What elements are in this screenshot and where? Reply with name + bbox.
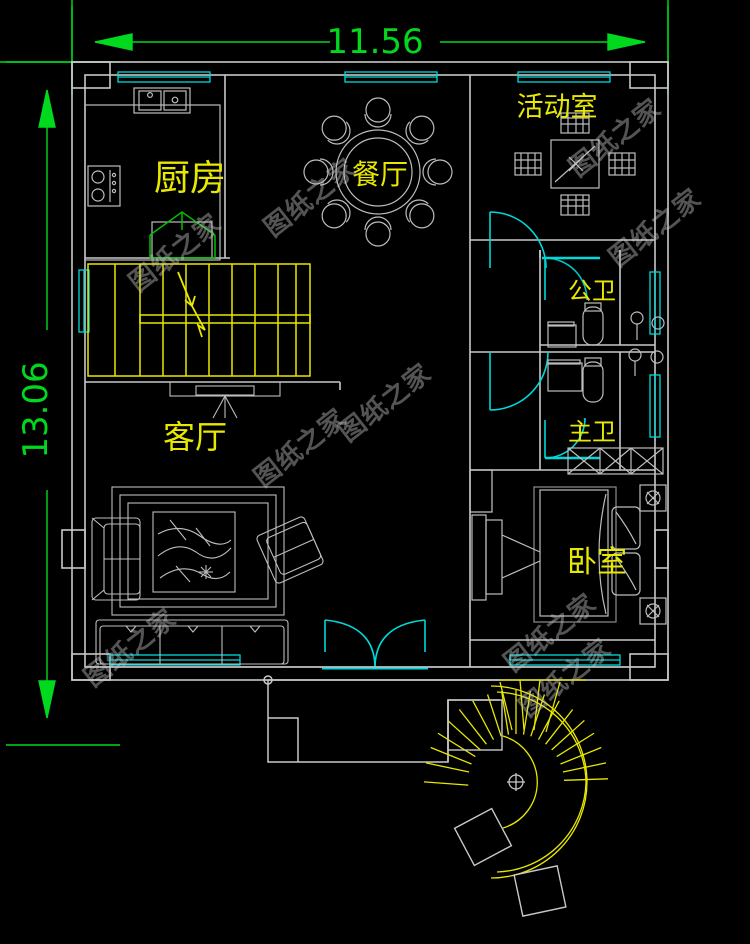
room-label-bedroom: 卧室 <box>567 545 627 580</box>
tv-console <box>169 381 281 419</box>
center-point-marker <box>507 773 525 791</box>
activity-chair-left <box>514 152 542 176</box>
curved-stair-risers <box>423 690 608 786</box>
window-kitchen <box>117 71 211 83</box>
dim-arrow-top <box>38 89 56 128</box>
dimension-width-text: 11.56 <box>326 22 423 62</box>
toilet-public <box>582 302 604 346</box>
column-top-left <box>71 61 111 89</box>
window-left-living <box>78 269 90 333</box>
loveseat-left <box>91 517 141 601</box>
room-label-master-bath: 主卫 <box>568 418 616 446</box>
sofa-three-seat <box>95 619 289 665</box>
curved-stair-outer-edge <box>496 691 587 873</box>
stair-handrail <box>139 314 311 324</box>
curved-stair-landing-blocks <box>447 699 567 917</box>
window-dining <box>344 71 438 83</box>
door-layer <box>322 211 600 670</box>
public-bath-group <box>547 302 665 348</box>
curved-stair-inner-arc <box>502 735 538 829</box>
window-bedroom-bottom <box>509 654 621 666</box>
column-top-right <box>629 61 669 89</box>
room-label-public-bath: 公卫 <box>568 277 616 305</box>
room-label-kitchen: 厨房 <box>154 158 226 199</box>
door-master-bath-inner <box>544 417 600 460</box>
nightstand-top <box>639 484 667 512</box>
window-layer <box>78 71 661 666</box>
hall-details <box>85 469 655 668</box>
bed-frame <box>533 486 617 623</box>
nightstand-bottom <box>639 597 667 625</box>
outer-wall-outline <box>71 61 669 681</box>
column-left-mid <box>61 529 86 569</box>
window-right-public-bath <box>649 271 661 335</box>
activity-chair-top <box>560 112 590 134</box>
pillows <box>611 506 641 596</box>
dim-arrow-bottom <box>38 680 56 719</box>
dining-table-inner <box>343 137 413 207</box>
curved-stair-outer-arc <box>490 685 588 879</box>
room-label-activity-room: 活动室 <box>517 92 598 123</box>
kitchen-range-hood <box>149 211 216 259</box>
bathroom-fixtures <box>547 302 665 403</box>
bathtub-public <box>547 324 577 348</box>
window-living-bottom <box>109 654 241 666</box>
kitchen-counter-run <box>84 104 221 261</box>
dimension-layer <box>0 0 669 746</box>
column-right-mid <box>654 529 669 569</box>
door-master-bath <box>489 351 549 411</box>
stair-treads <box>114 264 297 376</box>
window-right-master-bath <box>649 374 661 438</box>
dim-arrow-left <box>94 33 133 51</box>
activity-chair-right <box>608 152 636 176</box>
kitchen-fixtures <box>84 87 221 261</box>
dim-arrow-right <box>607 33 646 51</box>
wardrobe <box>567 447 664 475</box>
sink-icon <box>133 87 191 114</box>
activity-furniture <box>514 112 636 216</box>
tv-cabinet <box>485 519 503 595</box>
interior-staircase <box>87 263 311 377</box>
dining-table-outer <box>335 129 421 215</box>
stair-direction-arrow <box>177 271 206 338</box>
master-bath-group <box>547 348 664 403</box>
exterior-curved-stair <box>423 679 608 879</box>
area-rug <box>111 486 285 616</box>
activity-table <box>550 139 600 189</box>
bed-mattress <box>539 489 609 617</box>
room-label-layer: 厨房 餐厅 活动室 公卫 主卫 客厅 卧室 <box>154 92 627 580</box>
bathtub-master <box>547 362 583 392</box>
armchair-right <box>256 516 324 584</box>
basin-public <box>630 311 665 340</box>
window-activity <box>517 71 611 83</box>
dining-chairs <box>303 97 453 247</box>
curved-stair-top-treads <box>499 679 586 733</box>
bedroom-ledge <box>471 514 487 601</box>
bedroom-furniture <box>471 484 667 625</box>
dimension-depth-text: 13.06 <box>16 361 56 458</box>
basin-master <box>628 348 664 376</box>
living-furniture <box>91 381 324 665</box>
room-label-dining: 餐厅 <box>352 158 408 191</box>
activity-chair-bottom <box>560 194 590 216</box>
dining-furniture <box>303 97 453 247</box>
room-label-living-room: 客厅 <box>163 418 227 456</box>
entrance-double-door <box>322 619 428 670</box>
coffee-table-motif <box>152 511 236 593</box>
porch-outline <box>263 675 500 763</box>
toilet-master <box>582 357 604 403</box>
cooktop-icon <box>87 165 121 207</box>
